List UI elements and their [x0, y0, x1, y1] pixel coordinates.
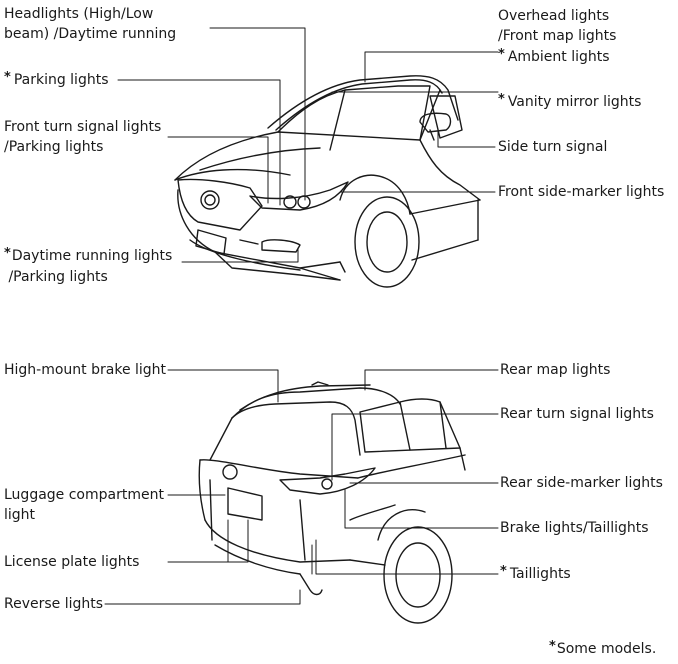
side-turn-signal-label: Side turn signal — [498, 137, 607, 157]
daytime-running-line-1: Daytime running lights — [11, 248, 173, 264]
front-leader-lines — [117, 27, 499, 263]
footnote-text: Some models. — [556, 641, 657, 657]
rear-map-lights-label: Rear map lights — [500, 360, 610, 380]
reverse-lights-text: Reverse lights — [4, 596, 104, 612]
front-vehicle-illustration — [174, 75, 481, 288]
headlights-label-line-2: beam) /Daytime running — [4, 26, 177, 42]
daytime-running-line-2: /Parking lights — [4, 269, 108, 285]
some-models-asterisk: * — [498, 47, 505, 62]
high-mount-brake-light-label: High-mount brake light — [4, 360, 166, 380]
rear-vehicle-illustration — [198, 381, 466, 624]
overhead-lights-line-1: Overhead lights — [498, 8, 610, 24]
side-turn-signal-text: Side turn signal — [498, 139, 608, 155]
brake-lights-text: Brake lights/Taillights — [500, 520, 649, 536]
license-plate-lights-label: License plate lights — [4, 552, 139, 572]
some-models-asterisk: * — [498, 92, 505, 107]
vanity-mirror-lights-label: *Vanity mirror lights — [498, 92, 641, 113]
rear-side-marker-text: Rear side-marker lights — [500, 475, 663, 491]
luggage-compartment-light-label: Luggage compartment light — [4, 485, 164, 525]
high-mount-brake-light-text: High-mount brake light — [4, 362, 167, 378]
front-turn-signal-line-1: Front turn signal lights — [4, 119, 162, 135]
front-turn-signal-label: Front turn signal lights /Parking lights — [4, 117, 161, 157]
overhead-lights-label: Overhead lights /Front map lights — [498, 6, 616, 46]
taillights-text: Taillights — [509, 566, 571, 582]
headlights-label-line-1: Headlights (High/Low — [4, 6, 154, 22]
rear-map-lights-text: Rear map lights — [500, 362, 611, 378]
parking-lights-text: Parking lights — [13, 72, 109, 88]
rear-turn-signal-label: Rear turn signal lights — [500, 404, 654, 424]
rear-leader-lines — [104, 369, 499, 605]
ambient-lights-label: *Ambient lights — [498, 47, 610, 68]
luggage-compartment-line-2: light — [4, 507, 36, 523]
taillights-label: *Taillights — [500, 564, 571, 585]
some-models-asterisk: * — [549, 639, 556, 654]
parking-lights-label: *Parking lights — [4, 70, 109, 91]
license-plate-lights-text: License plate lights — [4, 554, 140, 570]
footnote: *Some models. — [549, 639, 656, 660]
front-side-marker-label: Front side-marker lights — [498, 182, 664, 202]
some-models-asterisk: * — [500, 564, 507, 579]
some-models-asterisk: * — [4, 70, 11, 85]
reverse-lights-label: Reverse lights — [4, 594, 103, 614]
some-models-asterisk: * — [4, 246, 11, 261]
ambient-lights-text: Ambient lights — [507, 49, 610, 65]
rear-side-marker-label: Rear side-marker lights — [500, 473, 663, 493]
vanity-mirror-lights-text: Vanity mirror lights — [507, 94, 642, 110]
rear-turn-signal-text: Rear turn signal lights — [500, 406, 654, 422]
overhead-lights-line-2: /Front map lights — [498, 28, 617, 44]
headlights-label: Headlights (High/Low beam) /Daytime runn… — [4, 4, 176, 44]
luggage-compartment-line-1: Luggage compartment — [4, 487, 164, 503]
brake-lights-label: Brake lights/Taillights — [500, 518, 649, 538]
daytime-running-lights-label: *Daytime running lights /Parking lights — [4, 246, 172, 287]
front-turn-signal-line-2: /Parking lights — [4, 139, 104, 155]
front-side-marker-text: Front side-marker lights — [498, 184, 665, 200]
